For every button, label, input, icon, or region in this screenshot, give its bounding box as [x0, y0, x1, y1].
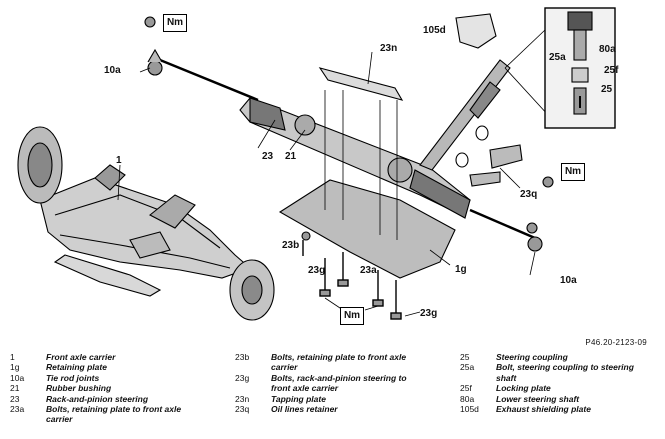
- figure-reference: P46.20-2123-09: [585, 338, 647, 347]
- callout-23g-left: 23g: [308, 265, 326, 276]
- legend-desc: Front axle carrier: [46, 352, 116, 362]
- legend-code: 21: [10, 383, 20, 394]
- callout-105d: 105d: [423, 25, 446, 36]
- legend-code: 25: [460, 352, 470, 362]
- callout-23g-right: 23g: [420, 308, 438, 319]
- callout-80a: 80a: [599, 44, 616, 55]
- legend-code: 23a: [10, 404, 25, 415]
- legend-row: 23a Bolts, retaining plate to front axle …: [10, 404, 215, 425]
- torque-label-right: Nm: [561, 163, 585, 181]
- legend-desc: Bolts, retaining plate to front axle car…: [46, 404, 182, 425]
- legend-row: 23g Bolts, rack-and-pinion steering to fr…: [235, 373, 445, 394]
- exhaust-shield: [455, 13, 497, 49]
- legend-code: 23q: [235, 404, 250, 415]
- legend-row: 25a Bolt, steering coupling to steering s…: [460, 362, 660, 383]
- legend-column-1: 1 Front axle carrier 1g Retaining plate 10…: [10, 352, 215, 425]
- legend-desc: Bolts, retaining plate to front axle car…: [271, 352, 407, 373]
- legend-desc: Tie rod joints: [46, 372, 100, 383]
- legend-desc: Bolts, rack-and-pinion steering to front…: [271, 372, 407, 394]
- bolts: [302, 240, 402, 320]
- legend-desc: Rack-and-pinion steering: [46, 393, 149, 404]
- rack-and-pinion: [239, 59, 511, 219]
- oil-line-fittings: [144, 16, 554, 241]
- legend-column-3: 25 Steering coupling 25a Bolt, steering co…: [460, 352, 660, 414]
- front-axle-carrier: [39, 164, 252, 297]
- legend-code: 23n: [235, 393, 250, 404]
- legend-desc: Rubber bushing: [46, 383, 112, 394]
- torque-label-bottom: Nm: [340, 307, 364, 325]
- legend-code: 1: [10, 352, 15, 362]
- callout-21: 21: [285, 151, 297, 162]
- legend-row: 23n Tapping plate: [235, 394, 445, 404]
- detail-inset: [544, 7, 616, 129]
- callout-25f: 25f: [604, 65, 619, 76]
- callout-23a: 23a: [360, 265, 377, 276]
- legend-desc: Exhaust shielding plate: [496, 404, 591, 415]
- legend-row: 23 Rack-and-pinion steering: [10, 394, 215, 404]
- callout-10a-top: 10a: [104, 65, 121, 76]
- legend-row: 25f Locking plate: [460, 383, 660, 393]
- callout-1g: 1g: [455, 264, 467, 275]
- legend-desc: Lower steering shaft: [496, 393, 580, 404]
- callout-10a-bottom: 10a: [560, 275, 577, 286]
- legend-code: 1g: [10, 362, 20, 373]
- legend-code: 25a: [460, 362, 475, 373]
- retaining-plate: [278, 179, 456, 279]
- legend-row: 1 Front axle carrier: [10, 352, 215, 362]
- legend-desc: Oil lines retainer: [271, 404, 338, 415]
- legend-row: 80a Lower steering shaft: [460, 394, 660, 404]
- legend-row: 105d Exhaust shielding plate: [460, 404, 660, 414]
- legend-code: 10a: [10, 372, 25, 383]
- legend-code: 23g: [235, 372, 250, 383]
- legend-row: 10a Tie rod joints: [10, 373, 215, 383]
- callout-25: 25: [601, 84, 613, 95]
- callout-25a: 25a: [549, 52, 566, 63]
- legend-row: 25 Steering coupling: [460, 352, 660, 362]
- callout-1: 1: [116, 155, 122, 166]
- callout-23b: 23b: [282, 240, 300, 251]
- legend-code: 23: [10, 393, 20, 404]
- left-brake-disc: [17, 126, 63, 204]
- callout-23n: 23n: [380, 43, 398, 54]
- legend-code: 25f: [460, 383, 472, 394]
- legend-code: 80a: [460, 393, 475, 404]
- callout-23q: 23q: [520, 189, 538, 200]
- tie-rod-right: [469, 208, 543, 252]
- right-brake-disc: [229, 259, 275, 321]
- legend-code: 23b: [235, 352, 250, 362]
- legend-row: 23b Bolts, retaining plate to front axle …: [235, 352, 445, 373]
- torque-label-top: Nm: [163, 14, 187, 32]
- legend-row: 23q Oil lines retainer: [235, 404, 445, 414]
- legend-desc: Locking plate: [496, 383, 551, 394]
- legend-desc: Steering coupling: [496, 352, 568, 362]
- tapping-plate: [318, 67, 404, 101]
- legend-desc: Tapping plate: [271, 393, 326, 404]
- legend-desc: Bolt, steering coupling to steering shaf…: [496, 362, 634, 383]
- legend-desc: Retaining plate: [46, 362, 107, 373]
- tie-rod-left: [147, 48, 259, 102]
- inset-anchor: [543, 68, 544, 69]
- callout-23: 23: [262, 151, 274, 162]
- legend-row: 21 Rubber bushing: [10, 383, 215, 393]
- legend-column-2: 23b Bolts, retaining plate to front axle …: [235, 352, 445, 414]
- legend-row: 1g Retaining plate: [10, 362, 215, 372]
- legend-code: 105d: [460, 404, 479, 415]
